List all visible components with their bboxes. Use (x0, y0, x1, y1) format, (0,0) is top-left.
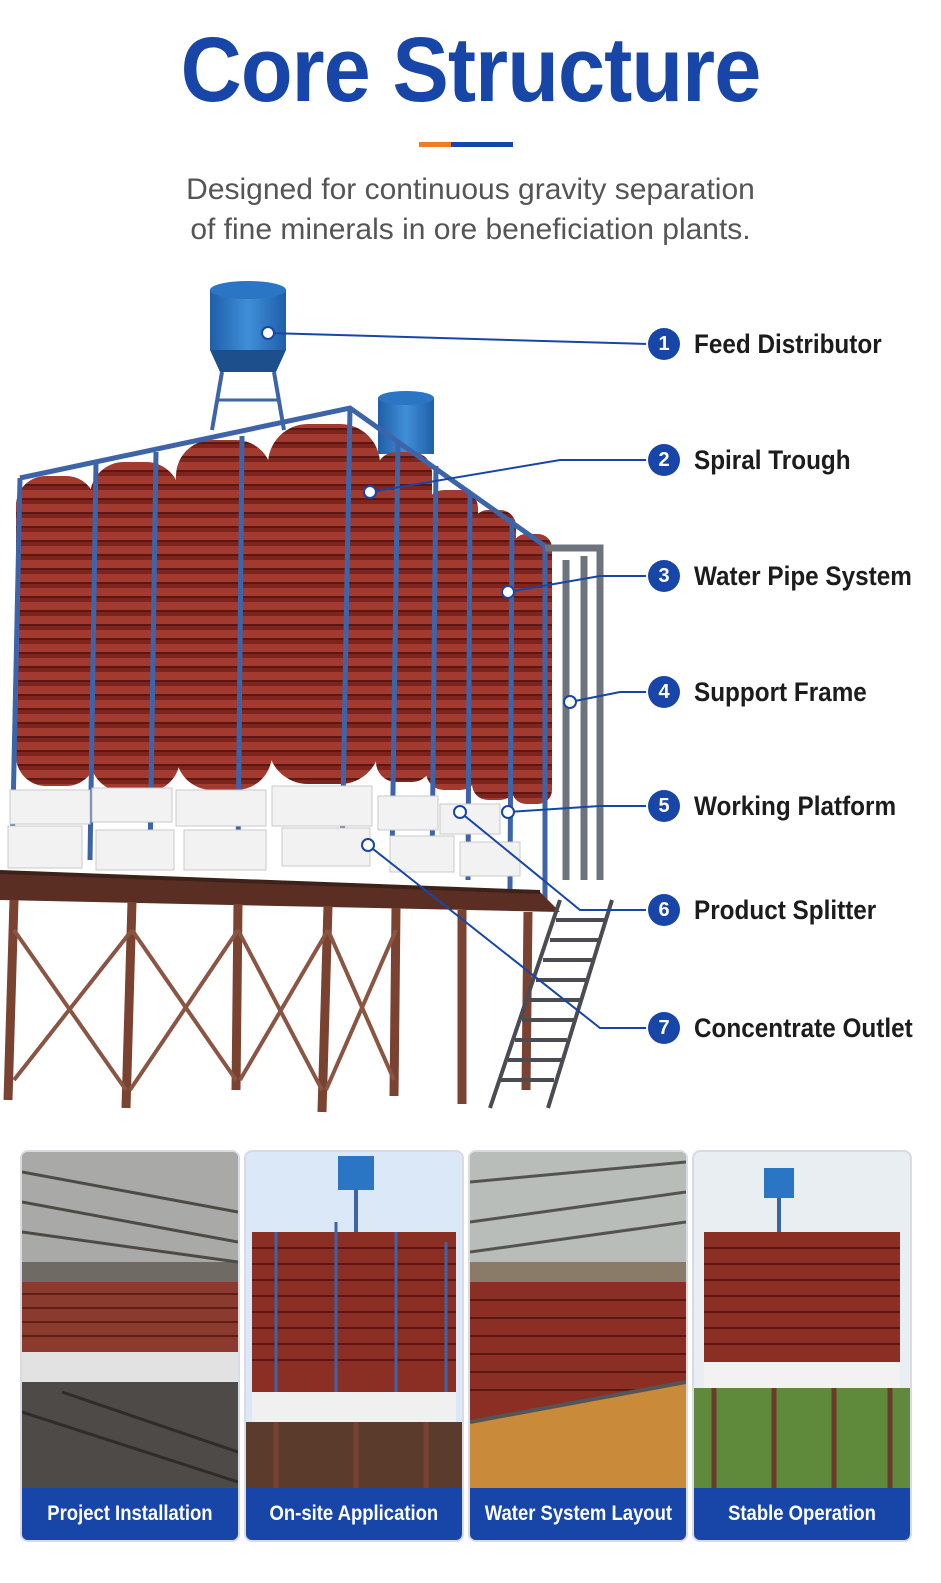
callout-spiral-trough: 2 Spiral Trough (648, 442, 868, 478)
callout-number-badge: 2 (648, 444, 680, 476)
callout-number-badge: 1 (648, 328, 680, 360)
feed-tank-secondary (378, 391, 434, 454)
gallery-caption: Project Installation (22, 1488, 238, 1540)
gallery-caption: On-site Application (246, 1488, 462, 1540)
photo-water-system-layout (470, 1152, 686, 1540)
callout-concentrate-outlet: 7 Concentrate Outlet (648, 1010, 937, 1046)
photo-stable-operation (694, 1152, 910, 1540)
callout-label: Product Splitter (694, 894, 877, 925)
callout-anchor-dots (261, 326, 577, 852)
access-staircase (488, 899, 614, 1109)
callout-label: Support Frame (694, 676, 867, 707)
photo-project-installation (22, 1152, 238, 1540)
steel-bracing (12, 928, 398, 1092)
steel-support-legs (3, 899, 533, 1113)
subtitle-line-1: Designed for continuous gravity separati… (186, 173, 755, 206)
callout-label: Spiral Trough (694, 444, 851, 475)
gallery-caption: Water System Layout (470, 1488, 686, 1540)
support-frame-lines (9, 405, 548, 900)
title-divider-orange (419, 142, 451, 147)
callout-number-badge: 4 (648, 676, 680, 708)
feed-tank-main (210, 281, 286, 431)
spiral-plant-illustration (0, 281, 649, 1113)
callout-working-platform: 5 Working Platform (648, 788, 919, 824)
callout-feed-distributor: 1 Feed Distributor (648, 326, 903, 362)
title-divider-blue (451, 142, 513, 147)
application-gallery: Project Installation On (20, 1150, 912, 1542)
gallery-card-stable-operation: Stable Operation (692, 1150, 912, 1542)
callout-support-frame: 4 Support Frame (648, 674, 886, 710)
callout-number-badge: 5 (648, 790, 680, 822)
spiral-columns (16, 424, 552, 804)
callout-leader-lines (267, 332, 649, 1029)
photo-on-site-application (246, 1152, 462, 1540)
callout-water-pipe-system: 3 Water Pipe System (648, 558, 936, 594)
callout-number-badge: 7 (648, 1012, 680, 1044)
callout-label: Working Platform (694, 790, 897, 821)
callout-number-badge: 3 (648, 560, 680, 592)
callout-number-badge: 6 (648, 894, 680, 926)
callout-label: Concentrate Outlet (694, 1012, 913, 1043)
callout-label: Water Pipe System (694, 560, 912, 591)
callout-label: Feed Distributor (694, 328, 882, 359)
water-pipes (545, 544, 604, 880)
gallery-caption: Stable Operation (694, 1488, 910, 1540)
gallery-card-water-system-layout: Water System Layout (468, 1150, 688, 1542)
gallery-card-on-site-application: On-site Application (244, 1150, 464, 1542)
product-splitters (7, 785, 521, 877)
subtitle-line-2: of fine minerals in ore beneficiation pl… (190, 213, 751, 246)
page-title: Core Structure (180, 19, 762, 121)
callout-product-splitter: 6 Product Splitter (648, 892, 897, 928)
working-platform (0, 870, 560, 912)
page-subtitle: Designed for continuous gravity separati… (0, 170, 941, 250)
gallery-card-project-installation: Project Installation (20, 1150, 240, 1542)
